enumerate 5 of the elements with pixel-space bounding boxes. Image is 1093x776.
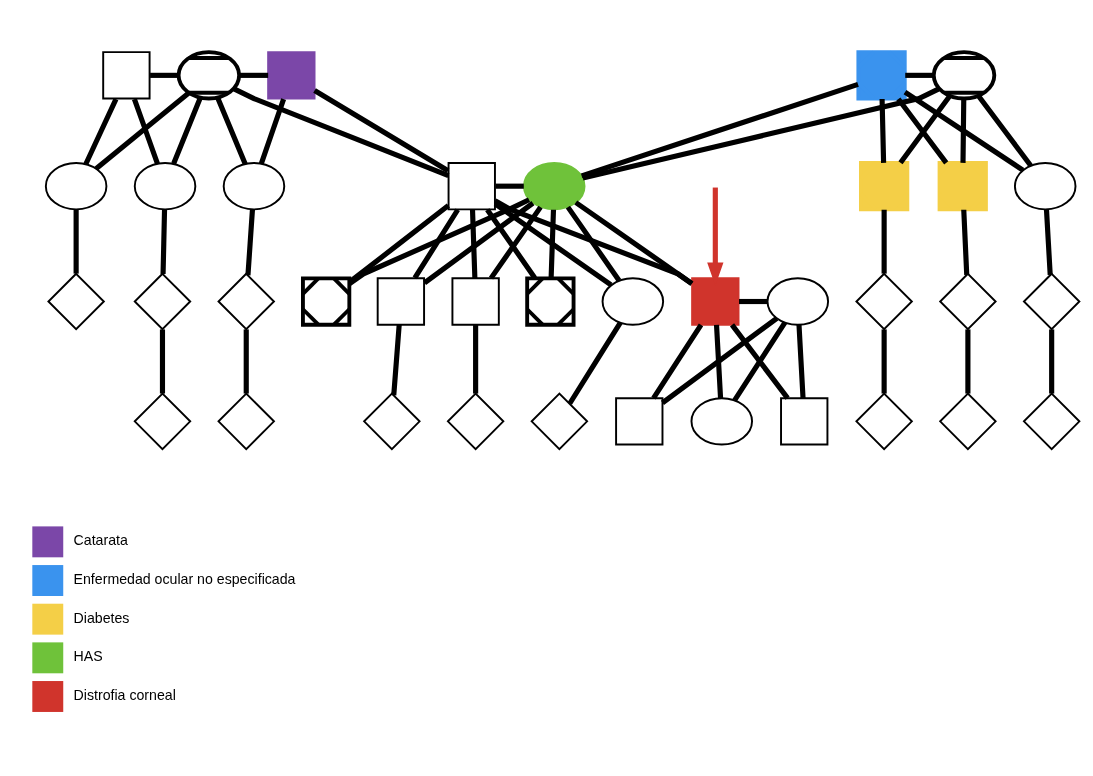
legend-label: Diabetes [73,609,130,626]
legend-label: Enfermedad ocular no especificada [73,570,296,587]
legend-label: HAS [73,647,103,664]
legend-label: Distrofia corneal [73,686,176,703]
legend-label: Catarata [73,531,128,548]
